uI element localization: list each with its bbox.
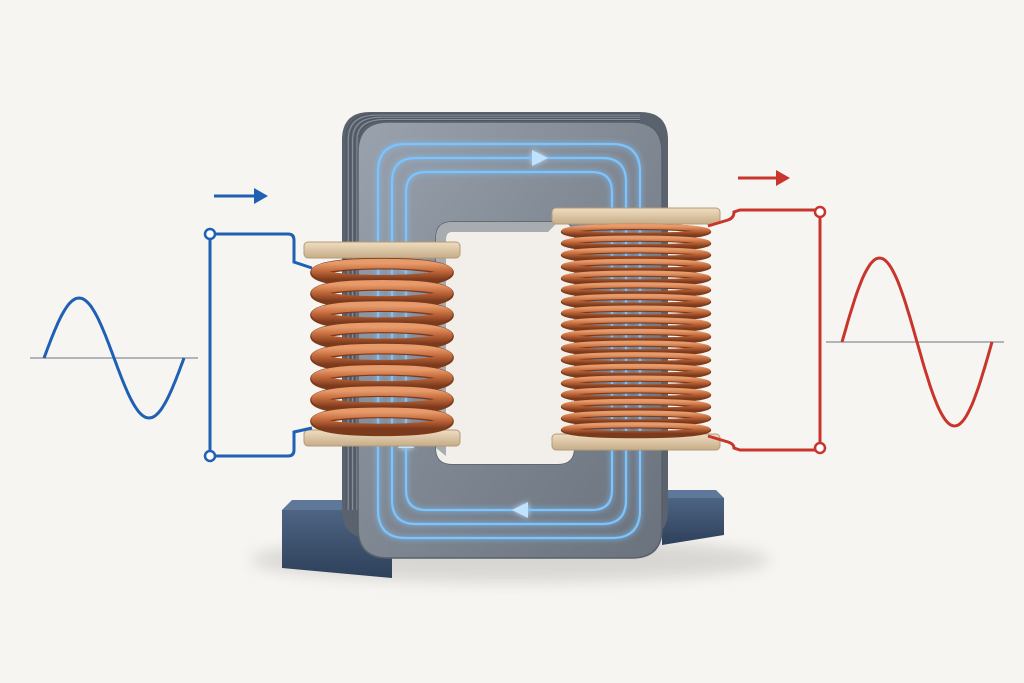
- coil-turn: [561, 410, 711, 425]
- bobbin-flange-top: [551, 207, 721, 225]
- bobbin-flange-top: [303, 241, 461, 259]
- flux-loop: [390, 156, 628, 526]
- secondary-coil: [551, 207, 721, 451]
- coil-turn: [561, 422, 711, 437]
- base-foot-right: [662, 498, 724, 545]
- primary-circuit: [30, 188, 313, 463]
- secondary-lead-bottom: [707, 434, 818, 452]
- coil-turn: [561, 398, 711, 413]
- core-window: [436, 222, 574, 464]
- secondary-circuit: [707, 170, 1004, 455]
- secondary-terminal-top: [813, 205, 827, 219]
- coil-turn: [311, 407, 453, 434]
- arrow-icon: [512, 502, 528, 518]
- arrow-icon: [532, 150, 548, 166]
- secondary-terminal-bottom: [813, 441, 827, 455]
- coil-turn: [561, 317, 711, 332]
- coil-turn: [561, 282, 711, 297]
- coil-turn: [561, 305, 711, 320]
- primary-sine-wave: [42, 296, 186, 420]
- base-foot-right-top: [662, 490, 724, 498]
- primary-terminal-bottom: [203, 449, 217, 463]
- lamination-edge: [345, 113, 640, 510]
- primary-coil: [303, 241, 461, 447]
- arrow-right-icon: [214, 188, 268, 204]
- coil-turn: [561, 363, 711, 378]
- flux-loop: [404, 170, 614, 512]
- coil-turn: [561, 247, 711, 262]
- flux-loop: [376, 142, 642, 540]
- coil-turn: [561, 328, 711, 343]
- secondary-lead-top: [707, 208, 818, 228]
- coil-turn: [561, 223, 711, 238]
- coil-turn: [561, 258, 711, 273]
- coil-turn: [561, 340, 711, 355]
- lamination-edge: [354, 117, 640, 510]
- primary-lead-top: [210, 232, 313, 270]
- primary-lead-bottom: [210, 426, 313, 458]
- arrow-right-icon: [738, 170, 790, 186]
- coil-turn: [561, 375, 711, 390]
- lamination-edge: [347, 114, 640, 510]
- coil-turn: [561, 352, 711, 367]
- lamination-edge: [352, 116, 640, 510]
- coil-turn: [561, 387, 711, 402]
- coil-turn: [561, 270, 711, 285]
- lamination-edge: [349, 115, 640, 510]
- coil-turn: [561, 293, 711, 308]
- lamination-edge: [356, 119, 640, 510]
- core-laminations: [345, 113, 640, 510]
- primary-terminal-top: [203, 227, 217, 241]
- secondary-sine-wave: [840, 256, 994, 428]
- coil-turn: [561, 235, 711, 250]
